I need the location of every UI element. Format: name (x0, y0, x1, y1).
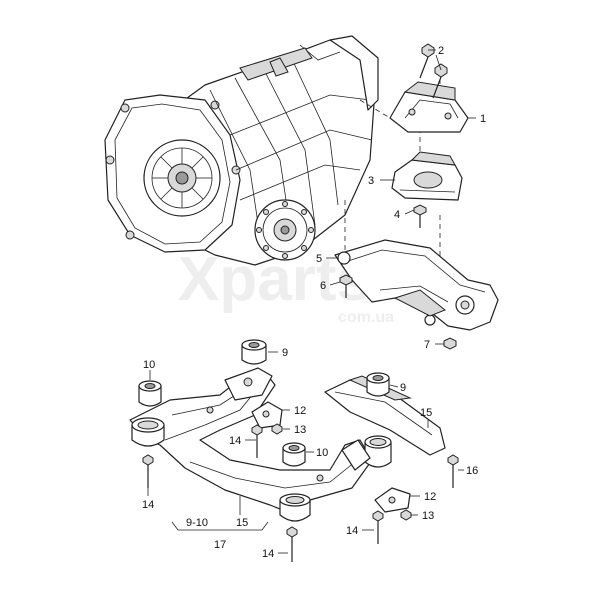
transmission-mount-bracket (389, 81, 469, 133)
alignment-line (359, 99, 391, 119)
bracket-screw (271, 423, 412, 521)
mount-bolt (413, 204, 427, 228)
callout-16: 16 (466, 465, 478, 477)
callout-13-right: 13 (422, 510, 434, 522)
subframe-bushing (241, 339, 267, 365)
transmission-mount (391, 151, 463, 201)
leader-lines (147, 49, 476, 554)
callout-7: 7 (424, 339, 430, 351)
stiffener-bolt (447, 454, 459, 488)
callout-1: 1 (480, 113, 486, 125)
callout-15-left: 15 (236, 517, 248, 529)
callout-10-left: 10 (143, 359, 155, 371)
subframe-bolt (142, 424, 384, 562)
crossmember-nut (443, 337, 457, 350)
subframe-bushing (366, 372, 390, 397)
callout-9-10: 9-10 (186, 517, 208, 529)
callout-5: 5 (316, 253, 322, 265)
callout-2: 2 (438, 45, 444, 57)
callout-13-left: 13 (294, 424, 306, 436)
callout-6: 6 (320, 280, 326, 292)
callout-12-left: 12 (294, 405, 306, 417)
callout-14-c: 14 (346, 525, 358, 537)
subframe-bracket (251, 401, 283, 429)
bracket-bolt (419, 43, 448, 99)
callout-12-right: 12 (424, 491, 436, 503)
callout-9-right: 9 (400, 382, 406, 394)
callout-3: 3 (368, 175, 374, 187)
callout-14-a: 14 (229, 435, 241, 447)
callout-17: 17 (214, 539, 226, 551)
subframe-bushing-lower (138, 380, 162, 407)
transmission-housing (104, 35, 379, 266)
subframe (129, 367, 392, 522)
callout-15-right: 15 (420, 407, 432, 419)
callout-14-d: 14 (262, 548, 274, 560)
transmission-crossmember (334, 239, 499, 331)
subframe-bracket (374, 487, 411, 513)
callout-labels: 1 2 3 4 5 6 7 9 9 10 10 12 12 13 13 14 1… (142, 45, 486, 560)
callout-10-right: 10 (316, 447, 328, 459)
callout-4: 4 (394, 209, 400, 221)
callout-9-top: 9 (282, 347, 288, 359)
callout-14-b: 14 (142, 499, 154, 511)
subframe-bushing-lower (282, 442, 306, 467)
watermark-domain: com.ua (338, 309, 394, 326)
